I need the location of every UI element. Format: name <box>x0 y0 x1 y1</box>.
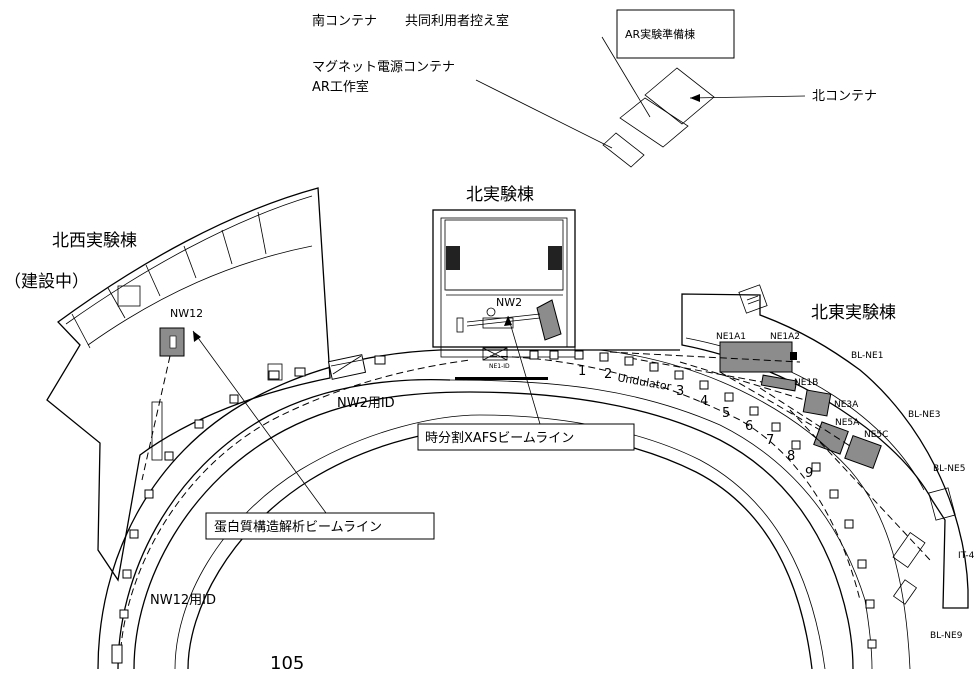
ar-workshop-label: AR工作室 <box>312 79 369 95</box>
ne1b-label: NE1B <box>794 378 818 388</box>
nw12-id-label: NW12用ID <box>150 593 216 608</box>
north-exp-hall-title: 北実験棟 <box>466 185 534 205</box>
xafs-callout: 時分割XAFSビームライン <box>417 315 635 451</box>
shared-room-container <box>619 97 689 148</box>
northwest-exp-hall: 北西実験棟 （建設中） NW12 <box>4 187 331 582</box>
ne5a-label: NE5A <box>835 418 860 428</box>
ne1a2-label: NE1A2 <box>770 332 800 342</box>
ne1b-hutch <box>760 374 798 392</box>
shared-waiting-room-label: 共同利用者控え室 <box>405 13 509 29</box>
magnet-number-4: 4 <box>700 394 708 409</box>
north-container-label: 北コンテナ <box>812 89 877 104</box>
bl-ne1-label: BL-NE1 <box>851 351 883 361</box>
north-exp-hall: 北実験棟 NW2 NE1-ID <box>432 185 576 380</box>
ne1a-hutch <box>719 341 793 373</box>
ar-prep-building-label: AR実験準備棟 <box>625 27 695 41</box>
ne1a1-label: NE1A1 <box>716 332 746 342</box>
nw2-label: NW2 <box>496 296 522 309</box>
protein-callout: 蛋白質構造解析ビームライン <box>192 330 435 540</box>
bl-ne5-label: BL-NE5 <box>933 464 965 474</box>
ne5c-label: NE5C <box>864 430 888 440</box>
ne5c-hutch <box>844 434 882 470</box>
magnet-number-3: 3 <box>676 384 684 399</box>
storage-ring: 1 2 Undulator 3 4 5 6 7 8 9 NW2用ID NW12用… <box>97 349 911 673</box>
protein-beamline-label: 蛋白質構造解析ビームライン <box>214 519 382 535</box>
ne3a-hutch <box>802 389 832 417</box>
magnet-number-5: 5 <box>722 406 730 421</box>
south-container-box <box>602 132 645 168</box>
nw12-label: NW12 <box>170 307 203 320</box>
container-area: AR実験準備棟 南コンテナ 共同利用者控え室 マグネット電源コンテナ AR工作室… <box>312 9 877 168</box>
magnet-number-6: 6 <box>745 419 753 434</box>
south-container-label: 南コンテナ <box>312 13 377 29</box>
ne3a-label: NE3A <box>834 400 859 410</box>
undulator-label: Undulator <box>616 371 672 393</box>
magnet-power-container-label: マグネット電源コンテナ <box>312 60 455 75</box>
under-construction-label: （建設中） <box>4 272 89 292</box>
nw2-hutch <box>536 299 562 341</box>
xafs-beamline-label: 時分割XAFSビームライン <box>425 430 574 446</box>
northeast-exp-hall: 北東実験棟 NE1A1 NE1A2 NE1B NE3A NE5A NE5C BL… <box>609 284 975 641</box>
magnet-number-2: 2 <box>604 367 612 382</box>
nw2-id-label: NW2用ID <box>337 396 395 411</box>
magnet-number-8: 8 <box>787 449 795 464</box>
northwest-exp-hall-title: 北西実験棟 <box>52 231 137 251</box>
ne1-id-label: NE1-ID <box>489 363 510 370</box>
bl-ne9-label: BL-NE9 <box>930 631 963 641</box>
page-number: 105 <box>270 653 304 669</box>
ar-prep-building-box <box>616 9 735 59</box>
northeast-exp-hall-title: 北東実験棟 <box>811 303 896 323</box>
magnet-number-9: 9 <box>805 466 813 481</box>
magnet-number-1: 1 <box>578 364 586 379</box>
magnet-number-7: 7 <box>766 433 774 448</box>
north-container <box>644 67 715 125</box>
bl-ne3-label: BL-NE3 <box>908 410 940 420</box>
it4-label: IT-4 <box>958 551 975 561</box>
